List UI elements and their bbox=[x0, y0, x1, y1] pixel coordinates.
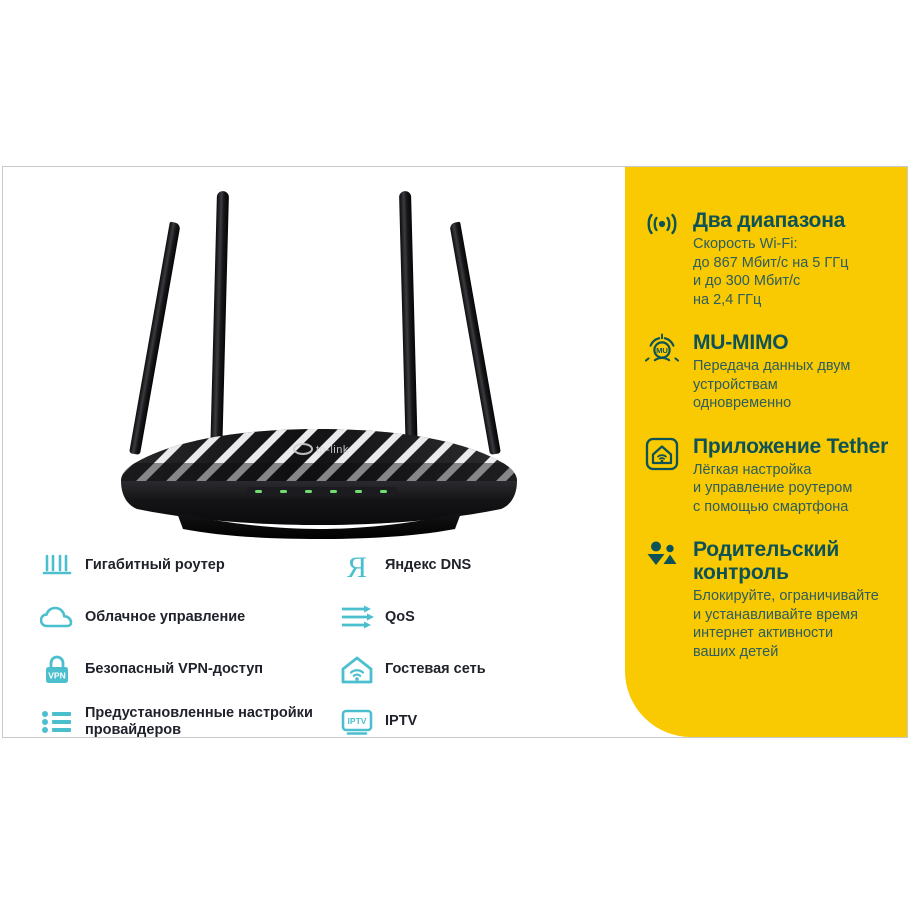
led-indicators bbox=[255, 490, 387, 493]
antenna-inner-left bbox=[210, 190, 230, 460]
feature-label: Яндекс DNS bbox=[385, 557, 472, 573]
parental-control-icon bbox=[645, 540, 683, 578]
qos-arrows-icon bbox=[339, 600, 375, 636]
feature-label: Гигабитный роутер bbox=[85, 557, 225, 573]
feature-qos: QoS bbox=[339, 597, 625, 638]
highlight-tether-app: Приложение Tether Лёгкая настройка и упр… bbox=[645, 435, 893, 517]
feature-list: Гигабитный роутер Облачное управление bbox=[3, 545, 625, 738]
highlight-mu-mimo: MU MU-MIMO bbox=[644, 331, 893, 413]
router-product-photo: tp-link bbox=[3, 167, 625, 547]
svg-text:IPTV: IPTV bbox=[348, 716, 367, 726]
antenna-inner-right bbox=[398, 190, 418, 460]
feature-iptv: IPTV IPTV bbox=[339, 701, 625, 738]
feature-label: Гостевая сеть bbox=[385, 661, 486, 677]
feature-column-left: Гигабитный роутер Облачное управление bbox=[3, 545, 325, 738]
highlight-title: Два диапазона bbox=[693, 209, 846, 232]
highlight-description: Блокируйте, ограничивайте и устанавливай… bbox=[693, 588, 879, 660]
product-card: tp-link bbox=[2, 166, 908, 738]
vpn-lock-icon: VPN bbox=[39, 652, 75, 688]
feature-vpn-access: VPN Безопасный VPN-доступ bbox=[39, 649, 325, 690]
antenna-outer-right bbox=[449, 221, 501, 455]
feature-cloud-management: Облачное управление bbox=[39, 597, 325, 638]
highlight-description: Скорость Wi-Fi: до 867 Мбит/с на 5 ГГц и… bbox=[693, 236, 849, 308]
highlight-dual-band: Два диапазона Скорость Wi-Fi: до 867 Мби… bbox=[645, 209, 893, 309]
highlight-parental-control: Родительский контроль Блокируйте, ограни… bbox=[645, 538, 893, 661]
tp-link-logo: tp-link bbox=[293, 443, 349, 456]
iptv-icon: IPTV bbox=[339, 704, 375, 738]
feature-label: QoS bbox=[385, 609, 415, 625]
yandex-dns-icon: Я bbox=[339, 548, 375, 584]
highlight-title: Приложение Tether bbox=[693, 434, 889, 458]
wifi-signal-icon bbox=[645, 211, 683, 249]
highlight-title: Родительский контроль bbox=[693, 538, 840, 584]
cloud-icon bbox=[39, 600, 75, 636]
tether-house-icon bbox=[645, 437, 683, 475]
gigabit-router-icon bbox=[39, 548, 75, 584]
antenna-outer-left bbox=[129, 221, 181, 455]
guest-network-icon bbox=[339, 652, 375, 688]
highlight-title: MU-MIMO bbox=[693, 331, 789, 354]
svg-text:VPN: VPN bbox=[48, 670, 65, 680]
feature-isp-presets: Предустановленные настройки провайдеров bbox=[39, 701, 325, 738]
svg-text:tp-link: tp-link bbox=[316, 444, 349, 456]
svg-text:Я: Я bbox=[347, 551, 367, 582]
feature-label: Безопасный VPN-доступ bbox=[85, 661, 264, 677]
preset-list-icon bbox=[39, 704, 75, 738]
led-strip bbox=[247, 487, 397, 496]
highlights-panel: Два диапазона Скорость Wi-Fi: до 867 Мби… bbox=[625, 167, 907, 737]
feature-yandex-dns: Я Яндекс DNS bbox=[339, 545, 625, 586]
feature-label: IPTV bbox=[385, 713, 418, 729]
feature-column-right: Я Яндекс DNS bbox=[325, 545, 625, 735]
router-base bbox=[177, 513, 461, 539]
router-body-svg: tp-link bbox=[121, 429, 517, 539]
svg-text:MU: MU bbox=[656, 346, 668, 355]
router-chassis: tp-link bbox=[113, 429, 525, 539]
feature-label: Предустановленные настройки провайдеров bbox=[85, 704, 313, 738]
feature-label: Облачное управление bbox=[85, 609, 246, 625]
highlight-description: Передача данных двум устройствам одновре… bbox=[693, 358, 851, 411]
mu-mimo-icon: MU bbox=[644, 333, 683, 371]
feature-guest-network: Гостевая сеть bbox=[339, 649, 625, 690]
feature-gigabit-router: Гигабитный роутер bbox=[39, 545, 325, 586]
highlight-description: Лёгкая настройка и управление роутером с… bbox=[693, 461, 853, 515]
